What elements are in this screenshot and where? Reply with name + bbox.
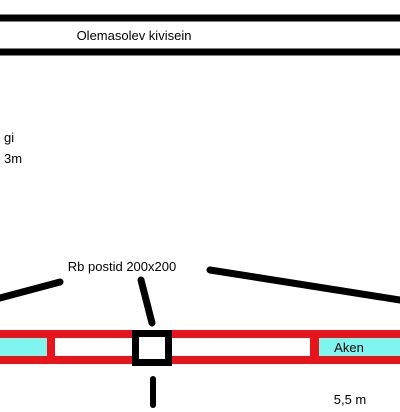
window-left (0, 338, 47, 356)
existing-wall-label: Olemasolev kivisein (77, 28, 192, 43)
leader-line-left (0, 278, 64, 302)
opening-center-right (172, 338, 310, 356)
dimension-label: 5,5 m (334, 392, 367, 407)
window-right (319, 338, 400, 356)
beam: Aken (0, 330, 400, 364)
opening-center-left (55, 338, 133, 356)
existing-wall: Olemasolev kivisein (0, 14, 400, 56)
concrete-post (132, 330, 172, 366)
side-text-line-2: 3m (4, 151, 22, 166)
window-label: Aken (334, 340, 364, 355)
leader-line-center (137, 276, 156, 327)
leader-line-right (206, 266, 400, 304)
side-text-line-1: gi (4, 130, 14, 145)
posts-label: Rb postid 200x200 (68, 259, 176, 274)
